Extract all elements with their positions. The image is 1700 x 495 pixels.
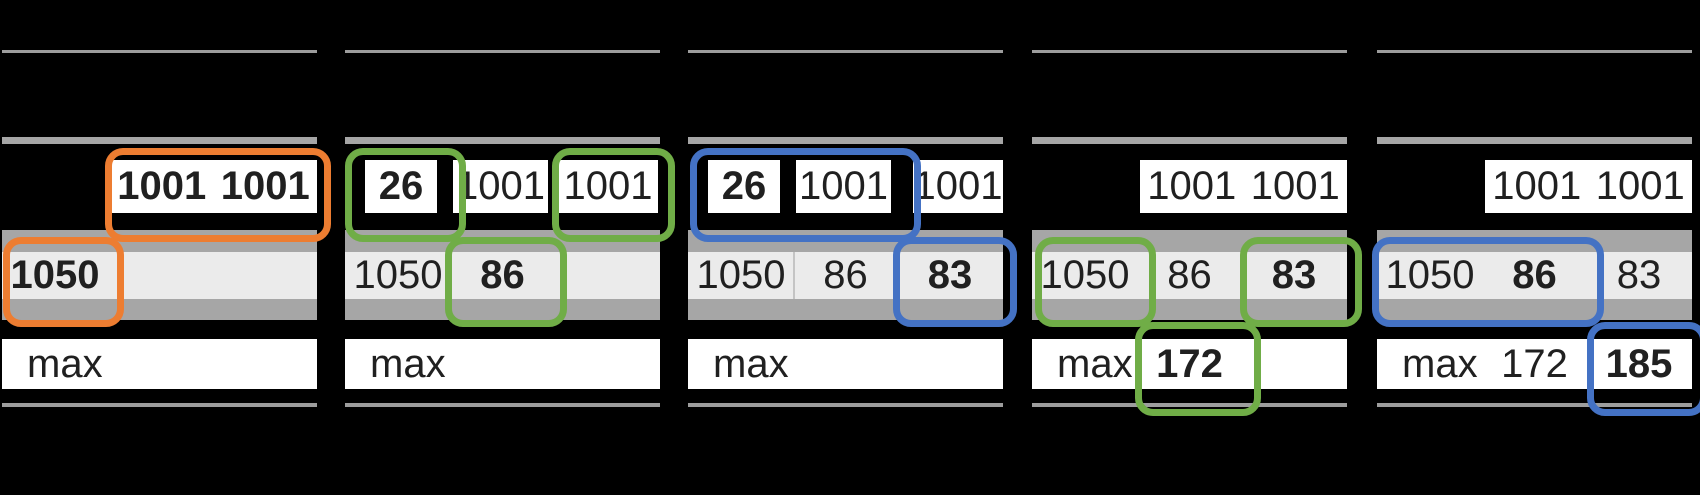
value-cell: 26	[708, 160, 780, 213]
saved-value: 83	[927, 253, 973, 297]
highlight-blue-saved-cell-3	[893, 237, 1017, 327]
highlight-orange-top-row	[105, 148, 331, 242]
saved-row-strip	[1377, 252, 1692, 299]
header-separator-bar	[688, 137, 1003, 144]
bottom-rule	[688, 403, 1003, 407]
saved-value: 83	[1616, 253, 1662, 297]
cell-divider	[793, 252, 795, 299]
saved-value: 1050	[1040, 253, 1130, 297]
cell-value: 1001	[799, 164, 888, 208]
cell-value: 26	[721, 164, 767, 208]
highlight-green-saved-cell-1	[1035, 237, 1156, 327]
saved-row-strip	[2, 252, 317, 299]
value-cell: 26	[365, 160, 437, 213]
cell-value: 1001	[1147, 164, 1237, 208]
cell-value: 26	[378, 164, 424, 208]
cell-value: 1001	[220, 164, 310, 208]
saved-value: 1050	[696, 253, 786, 297]
saved-value: 83	[1271, 253, 1317, 297]
saved-value: 1050	[1385, 253, 1475, 297]
value-cell-merged: 1001 1001	[110, 160, 317, 213]
step-panel-3: 26 1001 1001 1050 86 83 max	[688, 0, 1017, 495]
saved-row-strip	[345, 252, 660, 299]
highlight-green-top-cell-3	[552, 148, 675, 242]
value-cell-merged: 1001 1001	[1485, 160, 1692, 213]
step-panel-2: 26 1001 1001 1050 86 max	[345, 0, 675, 495]
max-label: max	[1057, 342, 1133, 386]
top-rule	[688, 50, 1003, 53]
highlight-orange-saved-row	[3, 237, 124, 327]
max-label: max	[1402, 342, 1478, 386]
cell-value: 1001	[117, 164, 207, 208]
highlight-blue-saved-cells-1-2	[1372, 237, 1604, 327]
saved-value: 1050	[10, 253, 100, 297]
saved-row-strip	[688, 252, 1003, 299]
saved-value: 86	[823, 253, 868, 297]
top-rule	[1377, 50, 1692, 53]
max-value: 185	[1605, 342, 1673, 386]
step-panel-1: 1001 1001 1050 max	[2, 0, 331, 495]
highlight-green-max-cell-2	[1135, 322, 1261, 416]
max-label: max	[370, 342, 446, 386]
saved-value: 1050	[353, 253, 443, 297]
highlight-green-top-cell-1	[345, 148, 466, 242]
saved-row-band	[1032, 230, 1347, 320]
bottom-rule	[2, 403, 317, 407]
max-row: max	[2, 339, 317, 389]
max-value: 172	[1501, 342, 1568, 386]
value-cell: 1001	[796, 160, 891, 213]
value-cell: 1001	[558, 160, 658, 213]
top-rule	[2, 50, 317, 53]
value-cell: 1001	[453, 160, 548, 213]
bottom-rule	[345, 403, 660, 407]
cell-value: 1001	[1595, 164, 1685, 208]
saved-row-band	[1377, 230, 1692, 320]
max-row: max	[688, 339, 1003, 389]
saved-row-band	[345, 230, 660, 320]
highlight-green-saved-cell-2	[445, 237, 567, 327]
saved-row-band	[2, 230, 317, 320]
highlight-blue-max-cell-3	[1587, 322, 1700, 416]
header-separator-bar	[2, 137, 317, 144]
saved-value: 86	[1167, 253, 1212, 297]
cell-value: 1001	[456, 164, 545, 208]
highlight-green-saved-cell-3	[1240, 237, 1362, 327]
max-row: max 172	[1032, 339, 1347, 389]
step-panel-5: 1001 1001 1050 86 83 max 172 185	[1372, 0, 1700, 495]
saved-value: 86	[1512, 253, 1557, 297]
bottom-rule	[1377, 403, 1692, 407]
header-separator-bar	[1377, 137, 1692, 144]
saved-value: 86	[480, 253, 525, 297]
saved-row-strip	[1032, 252, 1347, 299]
max-row: max 172 185	[1377, 339, 1692, 389]
max-label: max	[713, 342, 789, 386]
cell-value: 1001	[1250, 164, 1340, 208]
value-cell-merged: 1001 1001	[1140, 160, 1347, 213]
saved-row-band	[688, 230, 1003, 320]
max-label: max	[27, 342, 103, 386]
step-panel-4: 1001 1001 1050 86 83 max 172	[1032, 0, 1362, 495]
max-row: max	[345, 339, 660, 389]
header-separator-bar	[1032, 137, 1347, 144]
bottom-rule	[1032, 403, 1347, 407]
top-rule	[1032, 50, 1347, 53]
highlight-blue-top-cells-1-2	[690, 148, 921, 242]
value-cell: 1001	[913, 160, 1003, 213]
cell-value: 1001	[563, 164, 653, 208]
max-value: 172	[1156, 342, 1223, 386]
header-separator-bar	[345, 137, 660, 144]
top-rule	[345, 50, 660, 53]
cell-value: 1001	[1492, 164, 1582, 208]
cell-value: 1001	[913, 164, 1003, 208]
